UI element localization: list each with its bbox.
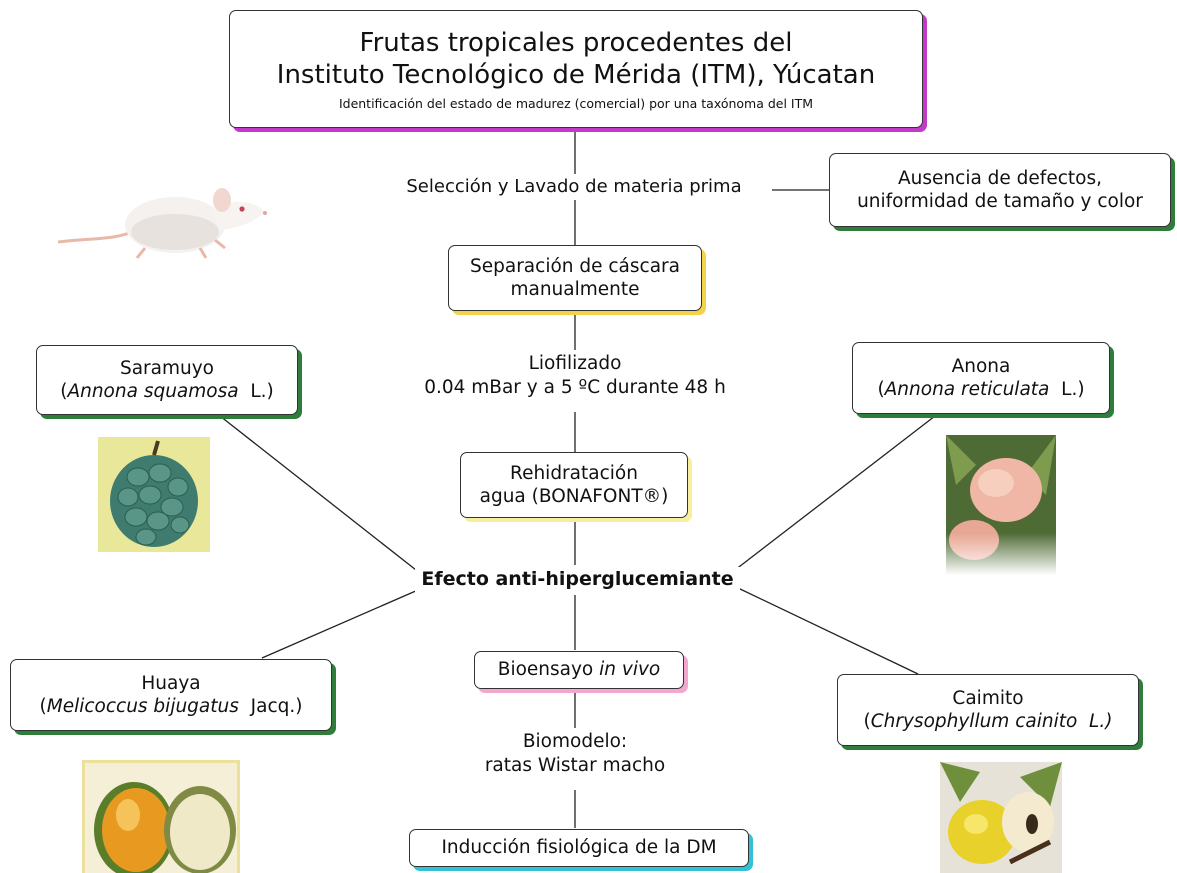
anona-image — [946, 435, 1056, 575]
anona-open: ( — [877, 379, 885, 400]
ausencia-line2: uniformidad de tamaño y color — [857, 191, 1143, 212]
saramuyo-name: Saramuyo — [119, 357, 215, 379]
title-line1: Frutas tropicales procedentes del — [359, 27, 793, 58]
bioensayo-box: Bioensayo in vivo — [474, 651, 684, 689]
induccion-text: Inducción fisiológica de la DM — [441, 837, 717, 859]
huaya-species-line: (Melicoccus bijugatus Jacq.) — [40, 695, 303, 718]
line-saramuyo-efecto — [219, 415, 417, 571]
biomodelo-line2: ratas Wistar macho — [484, 755, 666, 777]
liofilizado-label: Liofilizado 0.04 mBar y a 5 ºC durante 4… — [395, 352, 755, 401]
title-subtitle: Identificación del estado de madurez (co… — [338, 95, 814, 111]
seleccion-label: Selección y Lavado de materia prima — [376, 175, 772, 199]
huaya-image — [82, 760, 240, 873]
bioensayo-invivo: in vivo — [599, 659, 661, 681]
caimito-image — [940, 762, 1062, 873]
line-huaya-efecto — [261, 589, 419, 659]
rehidratacion-line2: agua (BONAFONT®) — [479, 486, 669, 507]
saramuyo-image — [98, 437, 210, 552]
caimito-name: Caimito — [952, 687, 1024, 709]
huaya-name: Huaya — [141, 672, 201, 694]
saramuyo-author: L.) — [238, 381, 274, 402]
anona-species-line: (Annona reticulata L.) — [877, 378, 1084, 401]
induccion-box: Inducción fisiológica de la DM — [409, 829, 749, 867]
bioensayo-text: Bioensayo — [497, 659, 600, 681]
line-caimito-efecto — [737, 587, 919, 675]
huaya-species: Melicoccus bijugatus — [46, 696, 239, 717]
huaya-author: Jacq.) — [238, 696, 303, 717]
saramuyo-box: Saramuyo (Annona squamosa L.) — [36, 345, 298, 415]
efecto-label: Efecto anti-hiperglucemiante — [415, 567, 740, 592]
anona-species: Annona reticulata — [884, 379, 1050, 400]
separacion-line1: Separación de cáscara — [470, 255, 680, 277]
saramuyo-open: ( — [60, 381, 68, 402]
saramuyo-species: Annona squamosa — [67, 381, 239, 402]
saramuyo-species-line: (Annona squamosa L.) — [60, 380, 274, 403]
caimito-species: Chrysophyllum cainito L.) — [870, 711, 1113, 732]
rehidratacion-line1: Rehidratación — [510, 462, 638, 484]
rat-image — [57, 188, 267, 259]
biomodelo-line1: Biomodelo: — [522, 731, 628, 752]
caimito-box: Caimito (Chrysophyllum cainito L.) — [837, 674, 1139, 746]
anona-name: Anona — [951, 355, 1011, 377]
line-anona-efecto — [734, 415, 936, 571]
rehidratacion-box: Rehidratación agua (BONAFONT®) — [460, 452, 688, 518]
ausencia-line1: Ausencia de defectos, — [898, 167, 1102, 189]
huaya-open: ( — [39, 696, 47, 717]
separacion-line2: manualmente — [510, 279, 640, 300]
liofilizado-line1: Liofilizado — [528, 353, 622, 374]
anona-author: L.) — [1049, 379, 1085, 400]
liofilizado-line2: 0.04 mBar y a 5 ºC durante 48 h — [424, 377, 726, 399]
caimito-open: ( — [863, 711, 871, 732]
title-line2: Instituto Tecnológico de Mérida (ITM), Y… — [276, 60, 876, 91]
ausencia-box: Ausencia de defectos, uniformidad de tam… — [829, 153, 1171, 227]
caimito-species-line: (Chrysophyllum cainito L.) — [864, 710, 1113, 733]
biomodelo-label: Biomodelo: ratas Wistar macho — [455, 730, 695, 779]
huaya-box: Huaya (Melicoccus bijugatus Jacq.) — [10, 659, 332, 731]
anona-box: Anona (Annona reticulata L.) — [852, 342, 1110, 414]
separacion-box: Separación de cáscara manualmente — [448, 245, 702, 311]
title-box: Frutas tropicales procedentes del Instit… — [229, 10, 923, 128]
